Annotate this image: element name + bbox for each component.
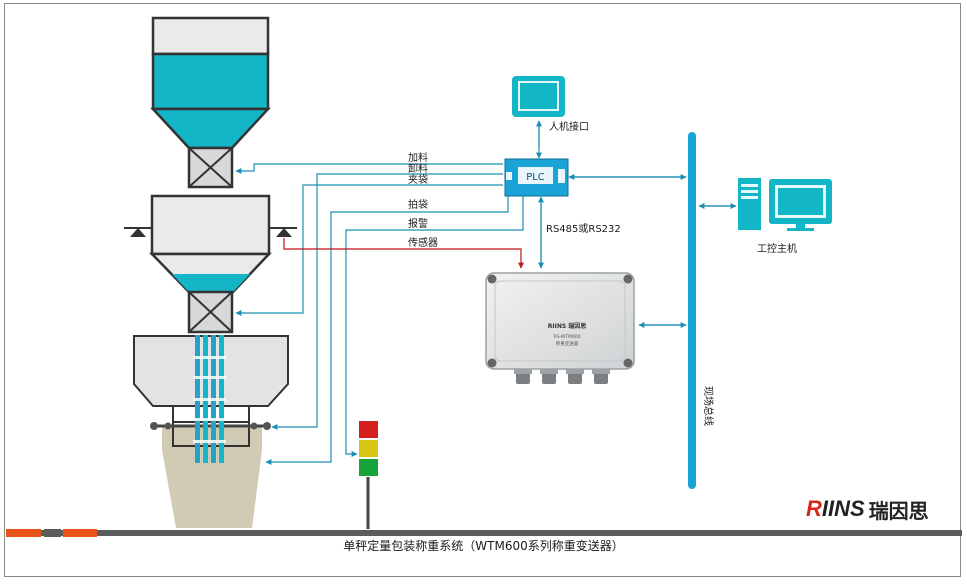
comm-label: RS485或RS232: [546, 223, 621, 235]
plc-signal-lines: [235, 163, 524, 465]
hmi-label: 人机接口: [549, 120, 589, 133]
load-cell-left-icon: [130, 228, 146, 237]
brand-logo: RIINS 瑞因思: [806, 496, 929, 523]
storage-silo: [150, 16, 271, 150]
pc-monitor-icon: [769, 179, 832, 231]
discharge-valve: [187, 290, 234, 334]
pc-tower-icon: [738, 178, 761, 230]
diagram-frame: [4, 3, 961, 577]
transmitter-brand: RIINS 瑞因思: [548, 322, 587, 330]
sensor-line: [283, 238, 524, 269]
plc-module-icon: [504, 158, 569, 197]
ipc-label: 工控主机: [757, 242, 797, 255]
signal-sensor-label: 传感器: [408, 236, 438, 249]
feed-valve: [187, 146, 234, 189]
footer-bar: [6, 529, 962, 537]
signal-feed-label: 加料: [408, 151, 428, 164]
fieldbus-label: 现场总线: [702, 386, 715, 426]
signal-lamp-icon: [359, 421, 378, 529]
weigh-hopper: [124, 194, 297, 294]
plc-label: PLC: [526, 172, 545, 183]
signal-alarm-label: 报警: [408, 217, 428, 230]
signal-clamp-label: 夹袋: [408, 173, 428, 186]
material-flow: [193, 335, 226, 463]
diagram-caption: 单秤定量包装称重系统（WTM600系列称重变送器）: [343, 539, 624, 553]
signal-release-label: 拍袋: [408, 198, 428, 211]
load-cell-right-icon: [276, 228, 292, 237]
transmitter-box-icon: [485, 272, 635, 384]
transmitter-subtitle: 称重变送器: [556, 340, 579, 347]
hmi-monitor-icon: [512, 76, 565, 117]
transmitter-model: RS-WTM600: [553, 334, 580, 340]
signal-discharge-label: 卸料: [408, 162, 428, 175]
